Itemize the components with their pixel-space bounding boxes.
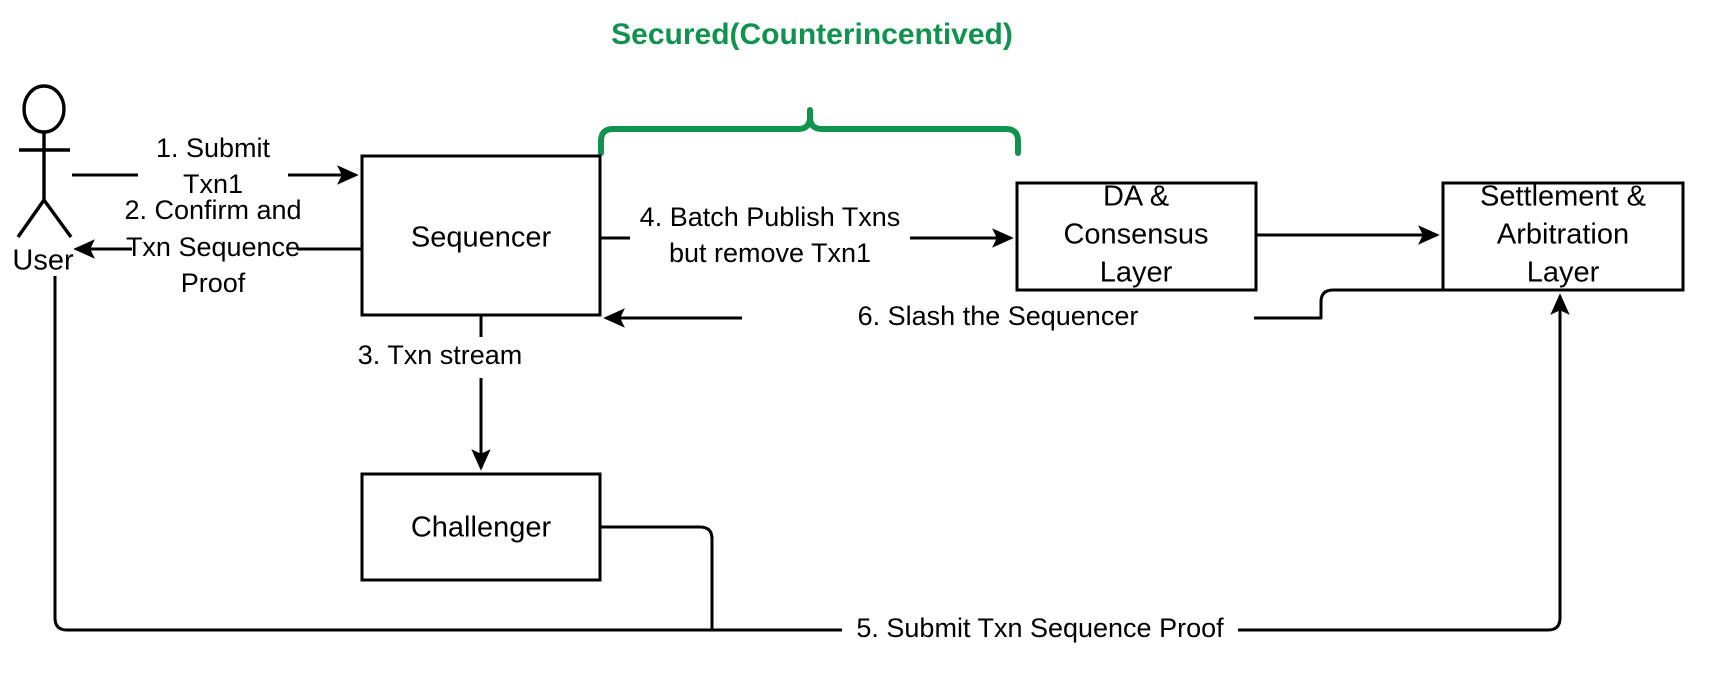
user-leg-right-icon <box>42 198 73 239</box>
node-sequencer[interactable]: Sequencer <box>360 154 602 317</box>
edge-2-label-line-2: Txn Sequence <box>126 232 300 262</box>
node-da-line-2: Consensus <box>1063 219 1208 251</box>
edge-2-label-line-1: 2. Confirm and <box>124 195 301 225</box>
node-settlement-line-3: Layer <box>1527 257 1600 289</box>
node-challenger-label: Challenger <box>411 512 552 544</box>
edge-5-line-right <box>1238 293 1570 632</box>
actor-user: User <box>12 84 74 277</box>
node-sequencer-box[interactable] <box>360 154 602 317</box>
node-da-consensus-layer-box[interactable] <box>1015 181 1258 292</box>
edge-2-confirm-txn-sequence-proof: 2. Confirm and Txn Sequence Proof <box>73 195 362 298</box>
node-settlement-arbitration-layer[interactable]: Settlement & Arbitration Layer <box>1441 181 1685 292</box>
edge-2-label-line-3: Proof <box>181 268 246 298</box>
edge-4-label-line-1: 4. Batch Publish Txns <box>640 202 901 232</box>
edge-1-submit-txn1: 1. Submit Txn1 <box>72 133 359 199</box>
user-head-icon <box>22 84 66 134</box>
edge-5-challenger-branch <box>600 525 714 630</box>
node-settlement-line-1: Settlement & <box>1480 181 1646 213</box>
node-challenger-box[interactable] <box>360 472 602 582</box>
edge-5-label: 5. Submit Txn Sequence Proof <box>856 613 1224 643</box>
curly-brace-icon <box>598 107 1021 156</box>
edge-5-submit-txn-sequence-proof: 5. Submit Txn Sequence Proof <box>53 276 1570 643</box>
node-sequencer-label: Sequencer <box>411 222 552 254</box>
edge-6-slash-the-sequencer: 6. Slash the Sequencer <box>603 288 1443 331</box>
edge-4-batch-publish-txns: 4. Batch Publish Txns but remove Txn1 <box>600 202 1014 268</box>
node-da-consensus-layer[interactable]: DA & Consensus Layer <box>1015 181 1258 292</box>
diagram-title: Secured(Counterincentived) <box>611 18 1013 51</box>
user-leg-left-icon <box>16 199 46 238</box>
node-settlement-line-2: Arbitration <box>1497 219 1629 251</box>
edge-4-label-line-2: but remove Txn1 <box>669 238 871 268</box>
edge-3-txn-stream: 3. Txn stream <box>358 315 523 471</box>
secured-brace-annotation <box>598 107 1021 156</box>
edge-5-user-branch <box>53 276 640 632</box>
edge-6-label: 6. Slash the Sequencer <box>858 301 1139 331</box>
actor-user-label: User <box>12 245 74 277</box>
node-challenger[interactable]: Challenger <box>360 472 602 582</box>
edge-1-label-line-1: 1. Submit <box>156 133 271 163</box>
edge-3-label: 3. Txn stream <box>358 340 523 370</box>
edge-1-label-line-2: Txn1 <box>183 169 243 199</box>
edge-6-line-right <box>1254 288 1443 320</box>
node-da-line-3: Layer <box>1100 257 1173 289</box>
node-settlement-arbitration-layer-box[interactable] <box>1441 181 1685 292</box>
node-da-line-1: DA & <box>1103 181 1169 213</box>
